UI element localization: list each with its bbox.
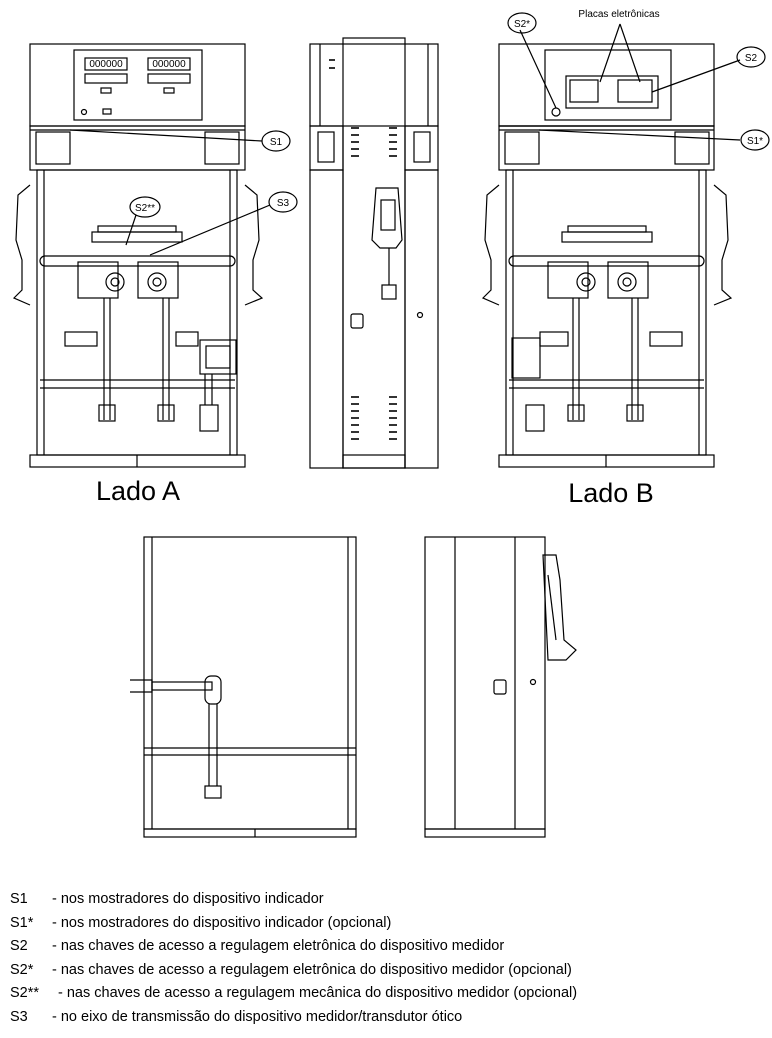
legend-text: - nos mostradores do dispositivo indicad… <box>52 914 392 931</box>
lado-a-view <box>12 43 271 468</box>
counter-right: 000000 <box>152 59 186 70</box>
legend-item: S1 - nos mostradores do dispositivo indic… <box>10 888 770 912</box>
seal-legend: S1 - nos mostradores do dispositivo indic… <box>10 888 770 1030</box>
legend-item: S1* - nos mostradores do dispositivo indi… <box>10 912 770 936</box>
svg-text:S1: S1 <box>270 137 283 148</box>
callout-s2-star: S2* <box>507 12 537 34</box>
legend-text: - nas chaves de acesso a regulagem eletr… <box>52 938 505 955</box>
legend-code: S3 <box>10 1008 28 1025</box>
legend-code: S2 <box>10 938 28 955</box>
legend-item: S2 - nas chaves de acesso a regulagem ele… <box>10 935 770 959</box>
legend-item: S2** - nas chaves de acesso a regulagem m… <box>10 982 770 1006</box>
counter-left: 000000 <box>89 59 123 70</box>
legend-code: S2* <box>10 961 34 978</box>
svg-text:S3: S3 <box>277 198 290 209</box>
legend-text: - nas chaves de acesso a regulagem eletr… <box>52 961 572 978</box>
callout-s1: S1 <box>261 130 291 152</box>
legend-item: S2* - nas chaves de acesso a regulagem el… <box>10 959 770 983</box>
lado-b-view <box>481 23 741 468</box>
placas-eletronicas-label: Placas eletrônicas <box>578 9 659 20</box>
svg-text:S2: S2 <box>745 53 758 64</box>
lado-b-label: Lado B <box>568 478 654 508</box>
legend-code: S1* <box>10 914 34 931</box>
svg-text:S2*: S2* <box>514 19 530 30</box>
legend-code: S1 <box>10 891 28 907</box>
legend-code: S2** <box>10 985 40 1002</box>
svg-text:S2**: S2** <box>135 203 155 214</box>
callout-s3: S3 <box>268 191 298 213</box>
callout-s2: S2 <box>736 46 766 68</box>
legend-text: - nas chaves de acesso a regulagem mecân… <box>58 985 578 1002</box>
lado-a-label: Lado A <box>96 476 180 506</box>
legend-item: S3 - no eixo de transmissão do dispositiv… <box>10 1006 770 1030</box>
side-view <box>309 37 439 469</box>
callout-s2-double-star: S2** <box>129 196 161 218</box>
svg-text:S1*: S1* <box>747 136 763 147</box>
legend-text: - nos mostradores do dispositivo indicad… <box>52 891 324 907</box>
legend-text: - no eixo de transmissão do dispositivo … <box>52 1008 463 1025</box>
section-view-right <box>424 536 577 838</box>
dispenser-technical-drawing: S1 S2** S3 S2* S2 S1* Placas eletrônicas… <box>12 9 770 838</box>
callout-s1-star: S1* <box>740 129 770 151</box>
section-view-left <box>130 536 357 838</box>
